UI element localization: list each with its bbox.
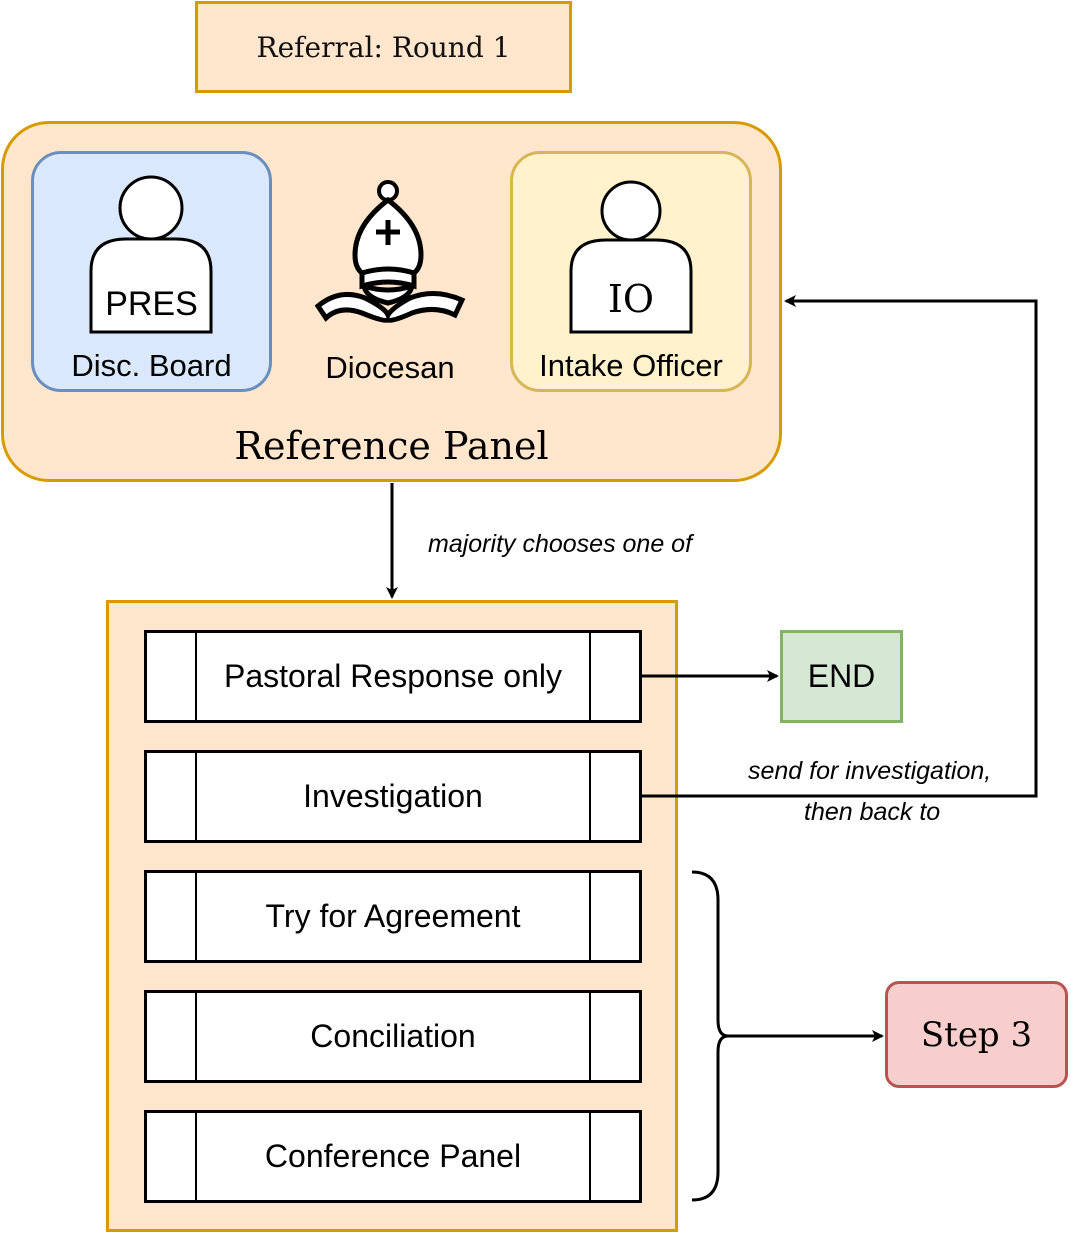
person-icon	[89, 175, 213, 334]
member-disc-board: PRES Disc. Board	[31, 151, 272, 392]
option-label: Try for Agreement	[265, 898, 521, 934]
step3-box: Step 3	[885, 981, 1068, 1088]
option-pastoral-response: Pastoral Response only	[144, 630, 642, 723]
reference-panel-label: Reference Panel	[234, 424, 549, 468]
member-diocesan: Diocesan	[300, 170, 480, 390]
brace	[691, 870, 729, 1202]
option-label: Pastoral Response only	[224, 658, 562, 694]
referral-round-box: Referral: Round 1	[195, 1, 572, 93]
member-label: Disc. Board	[71, 348, 232, 383]
option-conference-panel: Conference Panel	[144, 1110, 642, 1203]
member-label: Intake Officer	[539, 348, 723, 383]
option-conciliation: Conciliation	[144, 990, 642, 1083]
option-try-for-agreement: Try for Agreement	[144, 870, 642, 963]
role-badge-pres: PRES	[105, 284, 198, 323]
end-label: END	[807, 658, 876, 694]
step3-label: Step 3	[920, 1014, 1033, 1055]
member-intake-officer: IO Intake Officer	[510, 151, 752, 392]
option-investigation: Investigation	[144, 750, 642, 843]
edge-label-majority: majority choose​s one of	[428, 530, 693, 558]
option-label: Conference Panel	[264, 1138, 522, 1174]
option-label: Conciliation	[310, 1018, 476, 1054]
bishop-icon	[314, 180, 466, 323]
referral-round-label: Referral: Round 1	[256, 30, 511, 64]
edge-label-investigation-2: then back to	[804, 798, 941, 826]
option-label: Investigation	[303, 778, 483, 814]
member-label: Diocesan	[325, 350, 455, 385]
end-box: END	[780, 630, 903, 723]
role-badge-io: IO	[607, 277, 655, 321]
edge-label-investigation-1: send for investigation,	[748, 757, 992, 785]
